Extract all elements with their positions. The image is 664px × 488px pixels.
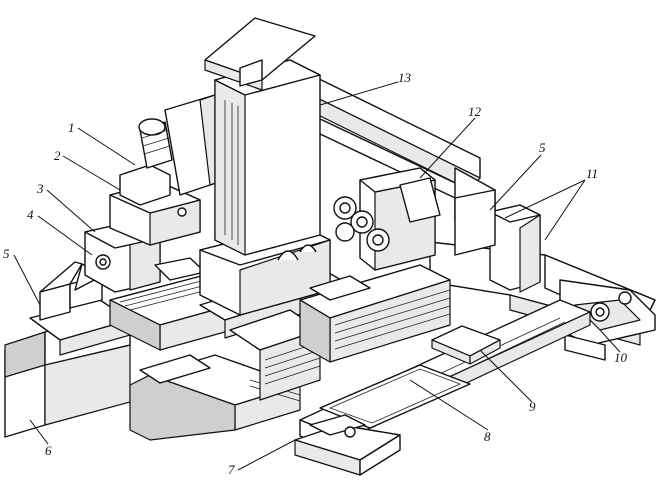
callout-8: 8 [484,429,491,444]
leader-lines [13,81,621,471]
callout-5-right: 5 [539,140,546,155]
callout-11: 11 [586,166,598,181]
callout-7: 7 [228,462,235,477]
callout-9: 9 [529,399,536,414]
callout-13: 13 [398,70,412,85]
unit-12-spindle-head [333,167,441,271]
callout-6: 6 [45,443,52,458]
unit-5-fixture [29,261,131,356]
unit-10-drive [559,279,656,361]
callout-2: 2 [54,148,61,163]
callout-12: 12 [468,104,482,119]
callout-10: 10 [614,350,628,365]
callout-5-left: 5 [3,246,10,261]
unit-11-stand [454,189,541,293]
callout-3: 3 [36,181,44,196]
pallet-9 [431,325,501,365]
unit-7-carriage [294,414,401,476]
right-slide-table [299,264,451,363]
callout-labels: 1 2 3 4 5 5 6 7 8 9 10 11 12 13 [3,70,628,477]
callout-1: 1 [68,120,75,135]
main-column-13 [204,17,321,256]
callout-4: 4 [27,207,34,222]
unit-1-motor [119,94,226,206]
